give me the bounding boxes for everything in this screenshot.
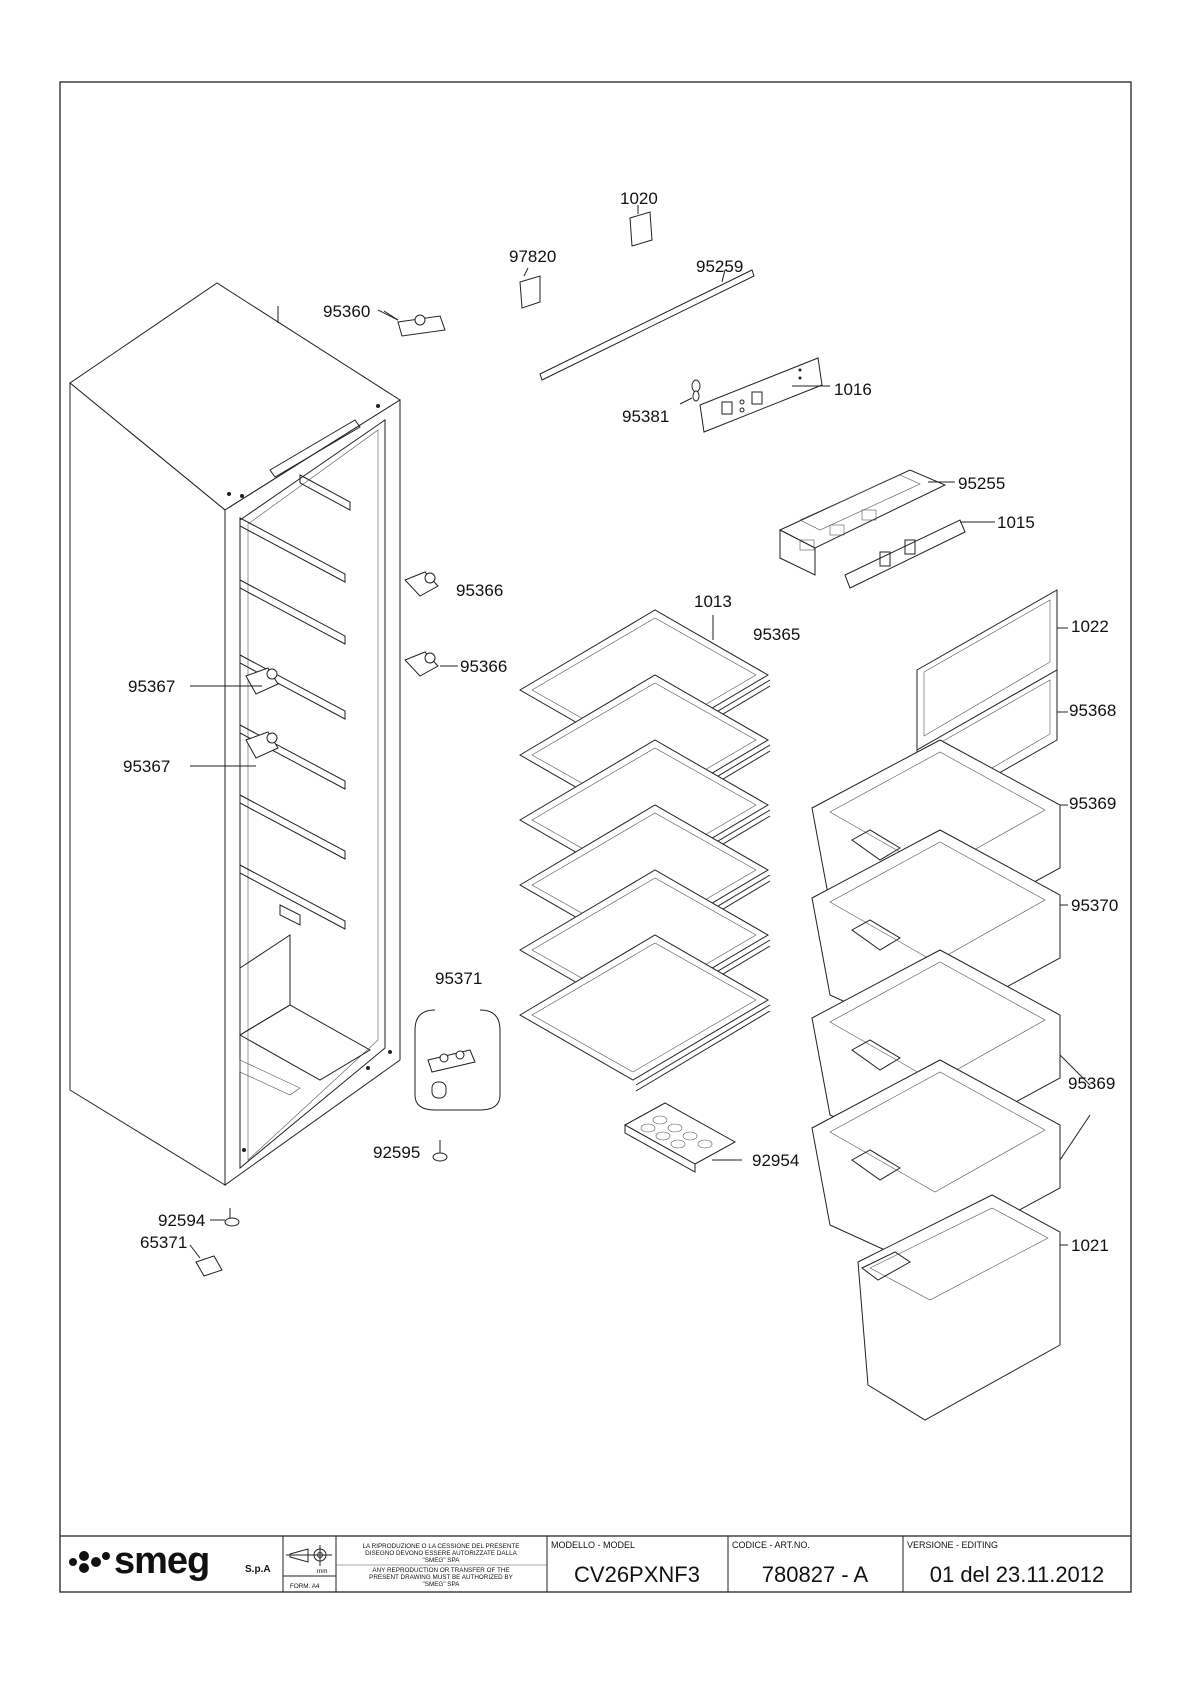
callout-95370: 95370 bbox=[1071, 896, 1118, 915]
part-95367-hinges bbox=[190, 667, 279, 767]
notice-it-line-3: "SMEG" SPA bbox=[423, 1557, 461, 1564]
callout-95367-lower: 95367 bbox=[123, 757, 170, 776]
part-92595-foot bbox=[432, 1140, 448, 1162]
reproduction-notice: LA RIPRODUZIONE O LA CESSIONE DEL PRESEN… bbox=[363, 1543, 520, 1588]
callout-92954: 92954 bbox=[752, 1151, 799, 1170]
callout-95259: 95259 bbox=[696, 257, 743, 276]
unit-label: mm bbox=[317, 1568, 328, 1575]
cabinet-shelf-rails bbox=[239, 474, 351, 930]
wire-shelf bbox=[519, 934, 771, 1092]
callout-95365: 95365 bbox=[753, 625, 800, 644]
part-97820-shape bbox=[519, 275, 541, 309]
callout-95367-upper: 95367 bbox=[128, 677, 175, 696]
part-1016-shape bbox=[699, 357, 830, 433]
part-95371-kit bbox=[414, 1009, 501, 1111]
title-block: smeg S.p.A mm FORM. A4 LA RIPRODUZIONE O… bbox=[60, 1535, 1131, 1592]
callout-65371: 65371 bbox=[140, 1233, 187, 1252]
part-1020-shape bbox=[629, 211, 653, 247]
form-label: FORM. A4 bbox=[290, 1583, 320, 1590]
callout-95255: 95255 bbox=[958, 474, 1005, 493]
callout-95369-upper: 95369 bbox=[1069, 794, 1116, 813]
callout-1022: 1022 bbox=[1071, 617, 1109, 636]
callout-92594: 92594 bbox=[158, 1211, 205, 1230]
wire-shelves-stack bbox=[519, 609, 771, 1092]
freezer-drawers bbox=[811, 739, 1091, 1421]
part-95259-shape bbox=[539, 269, 755, 381]
version-label: VERSIONE - EDITING bbox=[907, 1540, 998, 1550]
callout-1021: 1021 bbox=[1071, 1236, 1109, 1255]
callout-1013: 1013 bbox=[694, 592, 732, 611]
notice-it-line-2: DISEGNO DEVONO ESSERE AUTORIZZATE DALLA bbox=[365, 1550, 517, 1557]
part-95360-shape bbox=[383, 310, 446, 337]
model-label: MODELLO - MODEL bbox=[551, 1540, 635, 1550]
callout-95368: 95368 bbox=[1069, 701, 1116, 720]
callout-95371: 95371 bbox=[435, 969, 482, 988]
part-callouts: 1020 97820 95259 95360 95381 1016 95255 … bbox=[123, 189, 1118, 1255]
model-value: CV26PXNF3 bbox=[574, 1562, 700, 1587]
callout-95360: 95360 bbox=[323, 302, 370, 321]
smeg-logo: smeg S.p.A bbox=[69, 1540, 271, 1582]
logo-suffix: S.p.A bbox=[245, 1564, 271, 1575]
callout-95366-upper: 95366 bbox=[456, 581, 503, 600]
callout-97820: 97820 bbox=[509, 247, 556, 266]
callout-1020: 1020 bbox=[620, 189, 658, 208]
callout-95381: 95381 bbox=[622, 407, 669, 426]
notice-en-line-3: "SMEG" SPA bbox=[423, 1581, 461, 1588]
projection-symbol-icon bbox=[286, 1545, 332, 1566]
logo-wordmark: smeg bbox=[114, 1540, 209, 1582]
part-95255-1015-shape bbox=[778, 469, 995, 589]
cabinet-body bbox=[69, 282, 401, 1186]
part-65371-bracket bbox=[189, 1244, 223, 1277]
code-value: 780827 - A bbox=[762, 1562, 869, 1587]
notice-en-line-1: ANY REPRODUCTION OR TRANSFER OF THE bbox=[372, 1567, 509, 1574]
part-92954-ice-tray bbox=[623, 1102, 742, 1173]
callout-95366-lower: 95366 bbox=[460, 657, 507, 676]
drawing-frame bbox=[59, 81, 1132, 1593]
part-95381-shape bbox=[679, 379, 701, 405]
part-95366-hinges bbox=[404, 571, 458, 677]
callout-1015: 1015 bbox=[997, 513, 1035, 532]
callout-95369-lower: 95369 bbox=[1068, 1074, 1115, 1093]
notice-en-line-2: PRESENT DRAWING MUST BE AUTHORIZED BY bbox=[369, 1574, 513, 1581]
version-value: 01 del 23.11.2012 bbox=[930, 1562, 1105, 1587]
part-92594-foot bbox=[210, 1208, 240, 1227]
drawer bbox=[857, 1194, 1068, 1421]
callout-92595: 92595 bbox=[373, 1143, 420, 1162]
callout-1016: 1016 bbox=[834, 380, 872, 399]
notice-it-line-1: LA RIPRODUZIONE O LA CESSIONE DEL PRESEN… bbox=[363, 1543, 520, 1550]
code-label: CODICE - ART.NO. bbox=[732, 1540, 810, 1550]
